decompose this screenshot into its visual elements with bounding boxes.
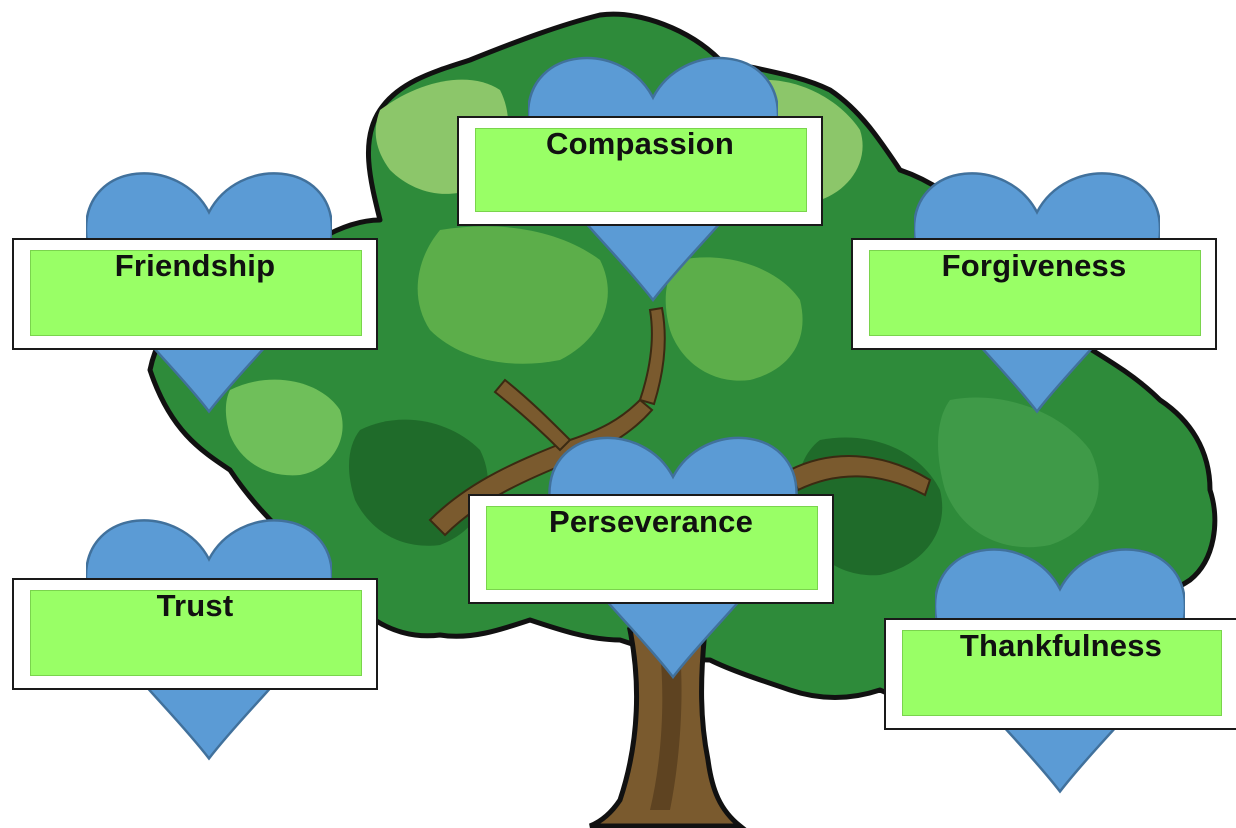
value-card-perseverance: Perseverance: [468, 494, 834, 604]
value-card-compassion: Compassion: [457, 116, 823, 226]
card-fill: [30, 250, 362, 336]
value-card-forgiveness: Forgiveness: [851, 238, 1217, 350]
value-label: Thankfulness: [959, 628, 1163, 663]
card-fill: [869, 250, 1201, 336]
card-fill: [486, 506, 818, 590]
value-card-friendship: Friendship: [12, 238, 378, 350]
value-label: Friendship: [114, 248, 276, 283]
card-fill: [902, 630, 1222, 716]
value-card-thankfulness: Thankfulness: [884, 618, 1236, 730]
value-label: Trust: [156, 588, 234, 623]
value-label: Compassion: [545, 126, 735, 161]
card-fill: [30, 590, 362, 676]
value-label: Forgiveness: [941, 248, 1127, 283]
tree-trunk: [589, 627, 747, 828]
value-label: Perseverance: [548, 504, 754, 539]
value-card-trust: Trust: [12, 578, 378, 690]
card-fill: [475, 128, 807, 212]
